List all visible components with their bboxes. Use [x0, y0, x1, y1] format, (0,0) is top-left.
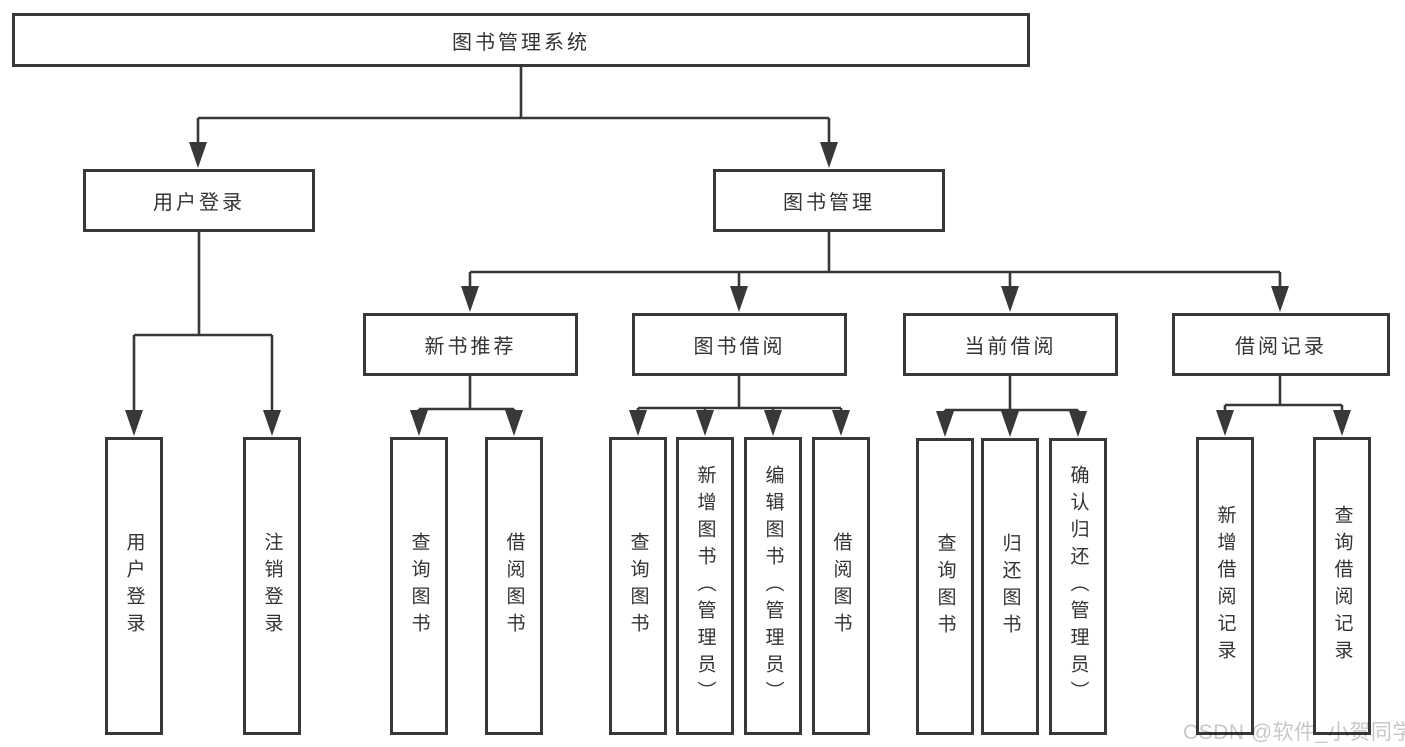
node-label: 当前借阅 [964, 336, 1057, 358]
connector-paths [132, 67, 1344, 415]
leaf-borrow-books: 借阅图书 [812, 437, 870, 735]
node-label: 借阅图书 [830, 532, 852, 640]
node-user-login: 用户登录 [83, 169, 315, 232]
node-label: 图书借阅 [693, 336, 786, 358]
node-label: 查询图书 [934, 532, 956, 641]
leaf-return-book: 归还图书 [981, 438, 1039, 735]
node-root-system: 图书管理系统 [12, 13, 1030, 67]
node-label: 用户登录 [153, 192, 245, 214]
leaf-edit-book-admin: 编辑图书（管理员） [744, 437, 802, 735]
leaf-user-login: 用户登录 [105, 437, 163, 735]
node-new-book-recommend: 新书推荐 [363, 313, 578, 376]
leaf-confirm-return-admin: 确认归还（管理员） [1049, 438, 1107, 735]
node-label: 图书管理系统 [452, 31, 590, 54]
leaf-add-borrow-record: 新增借阅记录 [1196, 437, 1254, 735]
node-borrow-records: 借阅记录 [1172, 313, 1390, 376]
node-label: 编辑图书（管理员） [762, 464, 784, 708]
node-label: 注销登录 [261, 532, 283, 640]
node-label: 查询借阅记录 [1331, 505, 1353, 667]
node-current-borrow: 当前借阅 [903, 313, 1118, 376]
leaf-add-book-admin: 新增图书（管理员） [676, 437, 734, 735]
leaf-borrow-books-recommend: 借阅图书 [485, 437, 543, 735]
leaf-query-books-current: 查询图书 [916, 438, 974, 735]
leaf-query-books-borrow: 查询图书 [609, 437, 667, 735]
arrowheads [125, 142, 1351, 437]
node-label: 图书管理 [783, 192, 875, 214]
csdn-watermark: CSDN @软件_小贺同学 [1183, 721, 1405, 744]
node-label: 查询图书 [408, 532, 430, 640]
leaf-logout: 注销登录 [243, 437, 301, 735]
node-label: 新书推荐 [424, 336, 517, 358]
node-label: 新增借阅记录 [1214, 505, 1236, 667]
leaf-query-books-recommend: 查询图书 [390, 437, 448, 735]
node-label: 查询图书 [627, 532, 649, 640]
node-label: 用户登录 [123, 532, 145, 640]
node-label: 借阅记录 [1235, 336, 1327, 358]
node-label: 归还图书 [999, 532, 1021, 641]
node-book-borrow: 图书借阅 [632, 313, 847, 376]
node-label: 新增图书（管理员） [694, 464, 716, 708]
node-label: 确认归还（管理员） [1067, 465, 1089, 708]
node-book-management: 图书管理 [713, 169, 945, 232]
node-label: 借阅图书 [503, 532, 525, 640]
leaf-query-borrow-record: 查询借阅记录 [1313, 437, 1371, 735]
